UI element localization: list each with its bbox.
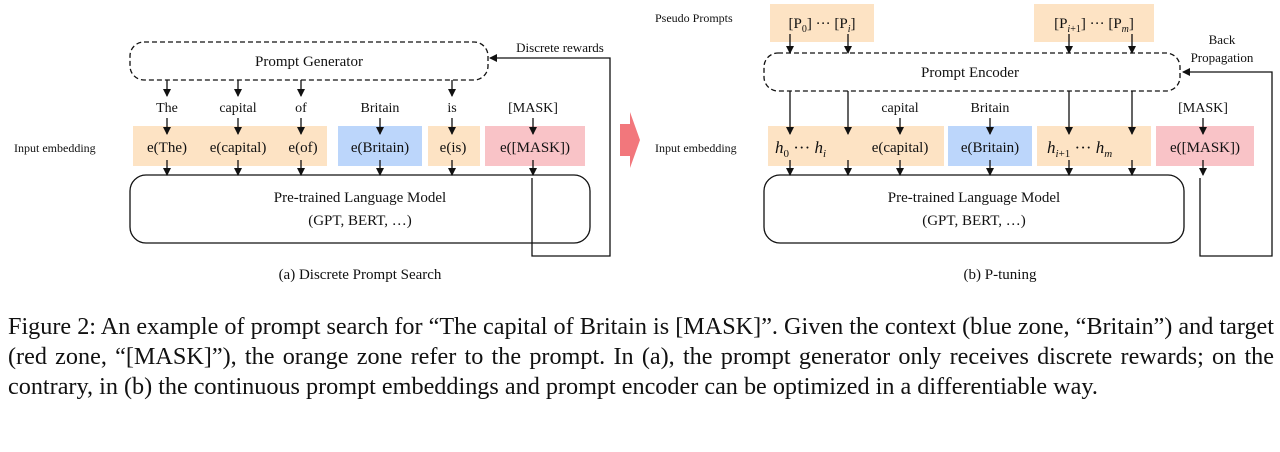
emb-capital-right: e(capital) — [872, 140, 929, 156]
emb-mask-right: e([MASK]) — [1170, 140, 1240, 156]
token-mask: [MASK] — [508, 101, 558, 116]
emb-britain: e(Britain) — [351, 140, 409, 156]
emb-h0-hi: h0 ··· hi — [775, 138, 826, 160]
model-sub-right: (GPT, BERT, …) — [922, 213, 1026, 229]
emb-the: e(The) — [147, 140, 187, 156]
back-propagation-line1: Back — [1209, 32, 1236, 47]
back-propagation-line2: Propagation — [1191, 50, 1254, 65]
embedding-to-model-arrows-right — [786, 160, 1207, 176]
model-title-right: Pre-trained Language Model — [888, 190, 1060, 206]
prompt-encoder-label: Prompt Encoder — [921, 65, 1019, 81]
embedding-to-model-arrows-left — [163, 160, 537, 176]
emb-mask: e([MASK]) — [500, 140, 570, 156]
caption-a: (a) Discrete Prompt Search — [279, 267, 442, 283]
back-propagation-arrow — [1182, 68, 1273, 257]
token-mask-right: [MASK] — [1178, 101, 1228, 116]
emb-is: e(is) — [440, 140, 467, 156]
token-is: is — [447, 101, 456, 116]
caption-b: (b) P-tuning — [964, 267, 1037, 283]
token-to-embedding-arrows-right — [896, 118, 1207, 135]
transition-arrow — [620, 112, 640, 168]
token-of: of — [295, 101, 307, 116]
prompt-zone-right — [768, 126, 944, 166]
input-embedding-label-left: Input embedding — [14, 141, 96, 155]
figure-diagram: Prompt Generator Discrete rewards The ca… — [14, 4, 1273, 283]
emb-britain-right: e(Britain) — [961, 140, 1019, 156]
encoder-to-embedding-arrows — [786, 91, 1136, 135]
input-embedding-label-right: Input embedding — [655, 141, 737, 155]
model-sub-left: (GPT, BERT, …) — [308, 213, 412, 229]
generator-to-token-arrows — [163, 80, 456, 97]
token-capital: capital — [219, 101, 256, 116]
pseudo-prompt-zone-2 — [1034, 4, 1154, 42]
language-model-box-left — [129, 174, 591, 244]
pseudo-to-encoder-arrows — [786, 34, 1136, 54]
pseudo-prompt-zone-1 — [770, 4, 874, 42]
token-britain-right: Britain — [971, 101, 1010, 116]
discrete-rewards-arrow — [489, 54, 611, 257]
token-britain: Britain — [361, 101, 400, 116]
prompt-encoder-box — [763, 52, 1181, 92]
figure-caption: Figure 2: An example of prompt search fo… — [8, 313, 1274, 400]
token-capital-right: capital — [881, 101, 918, 116]
emb-capital: e(capital) — [210, 140, 267, 156]
token-to-embedding-arrows-left — [163, 118, 537, 135]
discrete-rewards-label: Discrete rewards — [516, 40, 604, 55]
pseudo-prompts-label: Pseudo Prompts — [655, 11, 733, 25]
token-the: The — [156, 101, 178, 116]
emb-of: e(of) — [288, 140, 317, 156]
language-model-box-right — [763, 174, 1185, 244]
prompt-generator-label: Prompt Generator — [255, 54, 363, 70]
prompt-generator-box — [129, 41, 489, 81]
model-title-left: Pre-trained Language Model — [274, 190, 446, 206]
